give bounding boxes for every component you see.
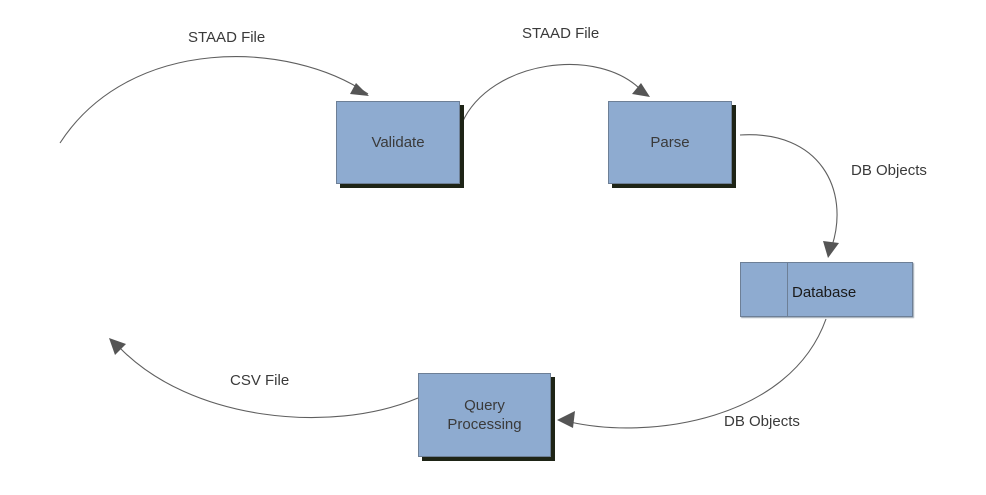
edge-label-parse-to-database: DB Objects [851,162,927,179]
edge-input-to-validate [59,56,369,144]
edge-parse-to-database [739,134,838,247]
database-node-divider [787,263,788,316]
edge-label-validate-to-parse: STAAD File [522,25,600,42]
arrow-head-database [823,241,839,258]
validate-node-label: Validate [371,134,425,151]
arrow-head-parse [632,83,650,97]
parse-node-label: Parse [650,134,690,151]
validate-node: Validate [336,101,460,184]
query-processing-node: Query Processing [418,373,551,457]
arrow-head-output [109,338,126,355]
edge-label-database-to-query: DB Objects [724,413,800,430]
edge-label-input-to-validate: STAAD File [188,29,266,46]
arrow-head-query [557,411,575,428]
query-processing-node-label: Query Processing [447,397,522,433]
edge-validate-to-parse [461,63,644,124]
database-node: Database [740,262,913,317]
database-node-label: Database [792,284,857,301]
edge-query-to-output [119,347,419,419]
edge-database-to-query [569,318,827,429]
parse-node: Parse [608,101,732,184]
arrow-head-validate [350,83,369,96]
edge-label-query-to-output: CSV File [230,372,290,389]
